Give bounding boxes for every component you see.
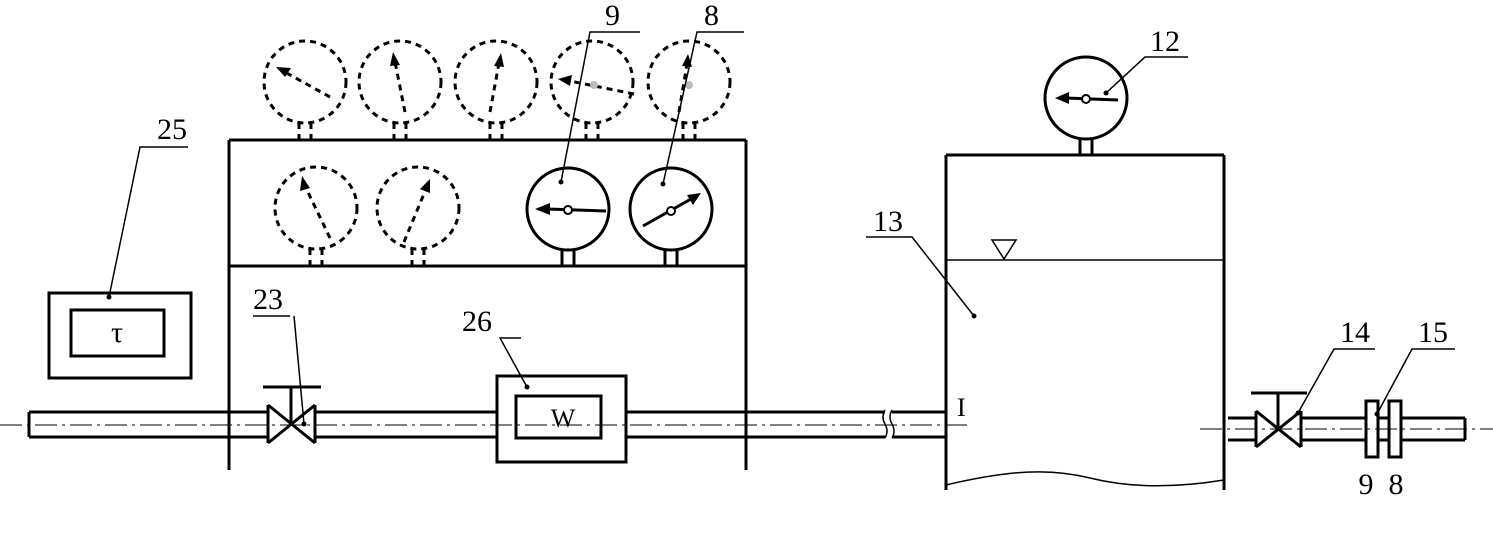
label-23: 23	[253, 283, 283, 316]
outlet-pipe	[1200, 416, 1493, 442]
main-pipe	[0, 409, 970, 439]
wattmeter-unit: W 26	[462, 305, 628, 464]
pressure-gauge-9: 9	[525, 0, 640, 266]
timer-unit: τ 25	[47, 113, 193, 380]
label-9: 9	[605, 0, 620, 32]
valve-14: 14	[1251, 316, 1375, 449]
flange-label-8: 8	[1389, 468, 1404, 501]
label-8: 8	[704, 0, 719, 32]
valve-23: 23	[253, 283, 321, 445]
flange-label-9: 9	[1359, 468, 1374, 501]
flange-pair-15: 15 9 8	[1359, 316, 1455, 501]
label-25: 25	[157, 113, 187, 146]
label-12: 12	[1150, 25, 1180, 58]
gauge-stand	[227, 138, 748, 470]
timer-symbol: τ	[111, 316, 123, 349]
section-mark: I	[957, 393, 966, 422]
label-13: 13	[873, 205, 903, 238]
pressure-gauge-8: 8	[628, 0, 744, 266]
wattmeter-symbol: W	[551, 404, 576, 433]
pressure-gauge-12: 12	[1043, 25, 1188, 155]
dashed-gauges-top	[262, 39, 732, 140]
tank: 13 I	[866, 153, 1226, 490]
label-14: 14	[1340, 316, 1370, 349]
label-15: 15	[1418, 316, 1448, 349]
label-26: 26	[462, 305, 492, 338]
dashed-gauges-bottom	[273, 165, 461, 266]
